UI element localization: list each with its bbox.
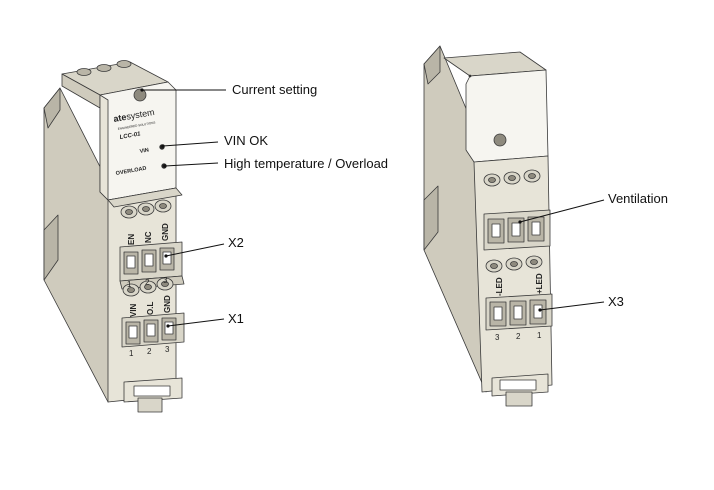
callout-high-temp: High temperature / Overload	[224, 156, 389, 171]
x1-pin-number-2: 2	[147, 347, 152, 356]
right-label-panel	[465, 69, 549, 163]
model-label: LCC-01	[119, 131, 141, 141]
leader-vin-ok	[162, 141, 219, 147]
leader-x1	[167, 318, 225, 327]
leader-ventilation	[519, 199, 605, 223]
brand-tagline: ENGINEERED SOLUTIONS	[117, 120, 155, 131]
left-module	[43, 60, 185, 413]
right-module	[423, 45, 553, 407]
x2-pin-label-3: GND	[161, 223, 170, 241]
x2-pin-number-1: 1	[127, 280, 132, 289]
brand-prefix: ate	[113, 112, 128, 124]
x3-pin-label-plus: +LED	[535, 273, 544, 294]
brand-suffix: system	[125, 107, 155, 122]
x3-pin-number-3: 3	[495, 333, 500, 342]
right-din-clip	[491, 373, 549, 407]
left-din-clip	[123, 377, 183, 413]
leader-x3	[539, 301, 605, 311]
x2-pin-label-2: NC	[144, 231, 153, 243]
x2-pin-number-2: 2	[145, 278, 150, 287]
left-housing-front	[107, 187, 177, 403]
x1-pin-label-1: VIN	[129, 303, 138, 317]
brand-logo: atesystem	[113, 107, 156, 124]
x1-pin-label-3: GND	[163, 295, 172, 313]
x1-connector	[121, 312, 185, 348]
vin-led-label: VIN	[139, 147, 149, 155]
leader-high-temp	[164, 162, 219, 167]
callout-ventilation: Ventilation	[608, 191, 668, 206]
callout-vin-ok: VIN OK	[224, 133, 269, 148]
ventilation-block	[483, 209, 551, 251]
x2-pin-number-3: 3	[163, 276, 168, 285]
callout-x3: X3	[608, 294, 624, 309]
leader-x2	[165, 243, 225, 257]
callout-current-setting: Current setting	[232, 82, 318, 97]
x1-screws	[122, 277, 174, 297]
callout-x1: X1	[228, 311, 244, 326]
x3-connector	[485, 293, 553, 331]
x1-pin-label-2: O.L	[146, 302, 155, 315]
ventilation-screws	[483, 169, 541, 187]
x1-pin-number-1: 1	[129, 349, 134, 358]
x3-pin-number-1: 1	[537, 331, 542, 340]
x3-pin-number-2: 2	[516, 332, 521, 341]
x3-pin-label-minus: -LED	[495, 277, 504, 296]
x2-pin-label-1: EN	[127, 234, 136, 245]
x1-pin-number-3: 3	[165, 345, 170, 354]
overload-led-label: OVERLOAD	[115, 166, 147, 177]
x2-screws	[120, 199, 172, 219]
x3-screws	[485, 255, 543, 273]
callout-x2: X2	[228, 235, 244, 250]
x2-connector	[119, 241, 183, 282]
